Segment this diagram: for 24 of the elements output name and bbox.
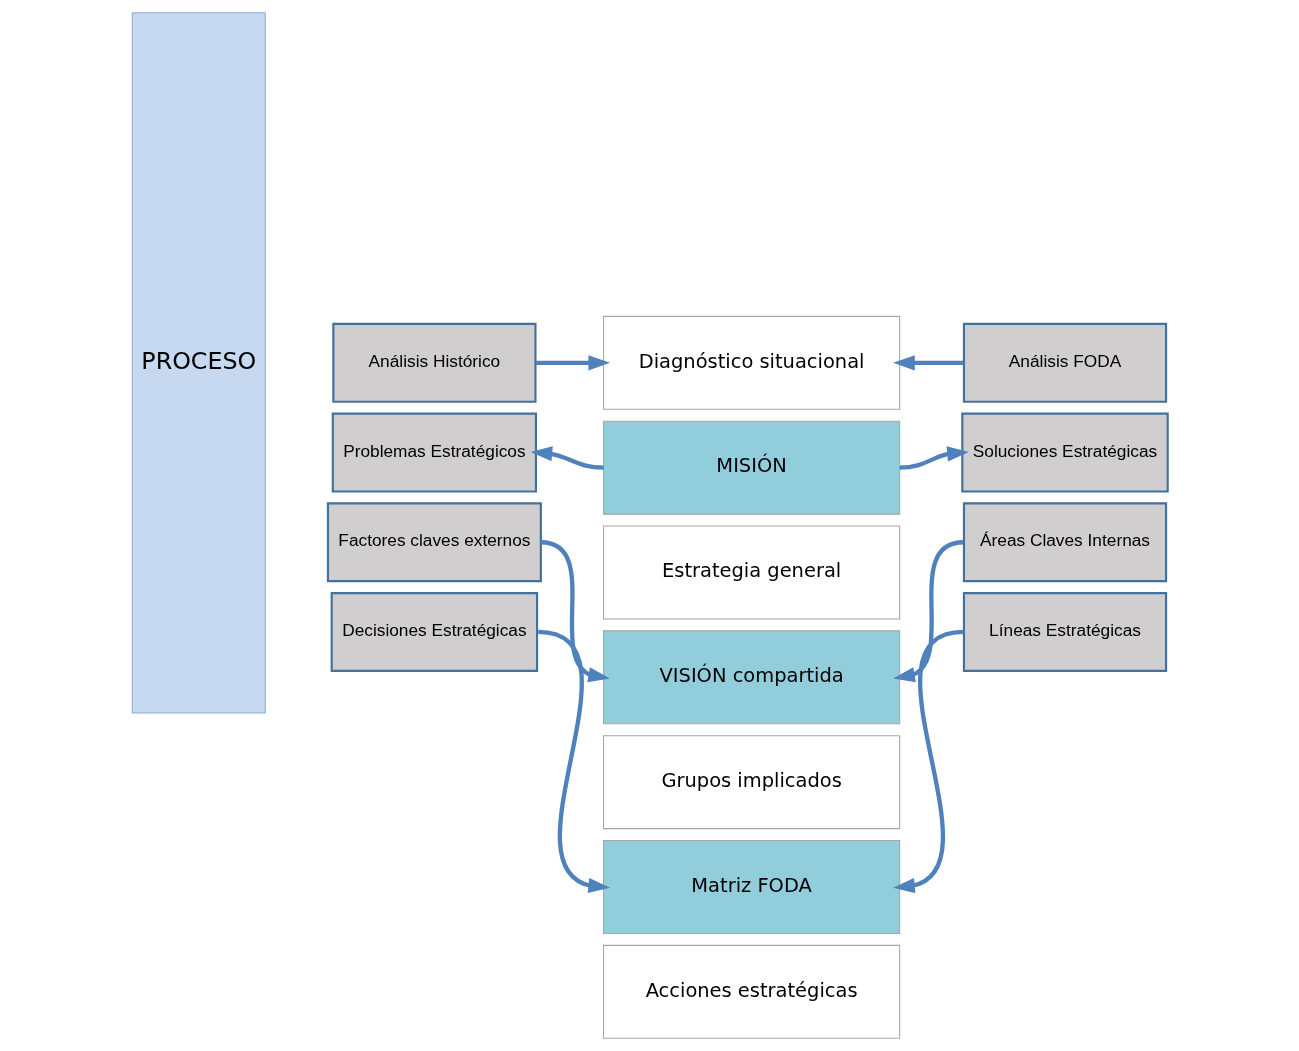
- node-box: Problemas Estratégicos: [331, 412, 537, 493]
- node-box: Decisiones Estratégicas: [330, 591, 538, 672]
- node-box: Líneas Estratégicas: [962, 591, 1167, 672]
- node-box: Matriz FODA: [602, 840, 900, 934]
- arrow: [892, 629, 964, 894]
- node-box: Análisis FODA: [962, 322, 1167, 403]
- node-box: VISIÓN compartida: [602, 630, 900, 725]
- node-box: Acciones estratégicas: [602, 944, 900, 1039]
- arrow: [899, 446, 969, 470]
- arrow: [892, 540, 964, 683]
- node-box: Áreas Claves Internas: [962, 502, 1167, 583]
- arrow: [539, 540, 610, 683]
- node-box: Estrategia general: [602, 525, 900, 620]
- node-box: MISIÓN: [602, 420, 900, 515]
- arrow: [535, 355, 610, 371]
- arrow: [537, 629, 610, 894]
- arrow: [892, 355, 963, 371]
- node-box: Soluciones Estratégicas: [960, 412, 1169, 493]
- node-box: Diagnóstico situacional: [602, 315, 900, 410]
- node-box: Factores claves externos: [326, 502, 542, 583]
- node-box: Grupos implicados: [602, 735, 900, 830]
- arrow: [530, 446, 604, 470]
- node-box: Análisis Histórico: [331, 322, 537, 403]
- node-box: PROCESO: [131, 12, 266, 714]
